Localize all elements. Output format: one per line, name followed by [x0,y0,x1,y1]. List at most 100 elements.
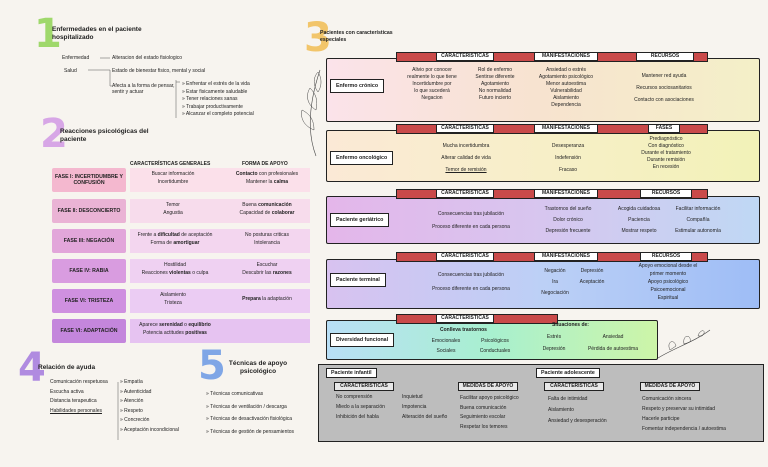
section-title-2: Reacciones psicológicas del paciente [60,128,149,143]
row4-h-manifestaciones: MANIFESTACIONES [534,252,598,261]
list-item: » Concreción [120,417,150,424]
phase-5-label: FASE VI: TRISTEZA [52,289,126,313]
adol-label: Paciente adolescente [536,368,600,378]
phase-2-bg [130,199,310,223]
section-title-3: Pacientes con características especiales [320,30,393,43]
infant-h-medidas: MEDIDAS DE APOYO [458,382,518,391]
list-item: » Técnicas de desactivación fisiológica [206,416,293,422]
phase-6-label: FASE VI: ADAPTACIÓN [52,319,126,343]
leaf-illustration-icon [301,69,322,157]
row4-h-caracteristicas: CARACTERÍSTICAS [436,252,494,261]
list-item: Comunicación respetuosa [50,379,108,385]
enfermedad-definition: Alteracion del estado fisiologico [112,55,183,61]
afecta-text: Afecta a la forma de pensar, sentir y ac… [112,83,175,95]
section1-bullet-list: » Enfrentar el estrés de la vida » Estar… [182,81,254,119]
section-number-4: 4 [18,345,46,391]
phase-1-bg [130,168,310,192]
row5-situaciones: Situaciones de: [552,322,589,328]
list-item: Distancia terapeutica [50,398,97,405]
salud-definition: Estado de bienestar fisico, mental y soc… [112,68,206,74]
list-item: Habilidades personales [50,407,102,414]
col-header-caracteristicas: CARACTERÍSTICAS GENERALES [130,161,211,167]
section-title-1: Enfermedades en el paciente hospitalizad… [52,26,142,41]
phase-6-bg [130,319,310,343]
list-item: » Respeto [120,407,143,414]
row5-h-caracteristicas: CARACTERÍSTICAS [436,314,494,323]
row1-h-caracteristicas: CARACTERÍSTICAS [436,52,494,61]
list-item: » Técnicas de ventilación / descarga [206,403,287,410]
phase-4-label: FASE IV: RABIA [52,259,126,283]
flower-illustration-icon [657,329,711,359]
bullet-item: » Alcanzar el completo potencial [182,111,254,117]
bullet-item: » Tener relaciones sanas [182,96,238,102]
list-item: » Autenticidad [120,388,152,395]
phase-5-support: Prepara la adaptación [242,296,292,302]
row-paciente-geriatrico [326,196,760,244]
section1-connectors [88,57,180,118]
infant-h-caracteristicas: CARACTERÍSTICAS [334,382,394,391]
row2-h-fases: FASES [648,124,680,133]
row3-h-manifestaciones: MANIFESTACIONES [534,189,598,198]
row-paciente-terminal [326,259,760,309]
salud-label: Salud [64,68,77,74]
section-title-4: Relación de ayuda [38,364,96,371]
phase-3-bg [130,229,310,253]
section-number-1: 1 [34,11,62,57]
adol-h-medidas: MEDIDAS DE APOYO [640,382,700,391]
phase-1-label: FASE I: INCERTIDUMBRE Y CONFUSIÓN [52,168,126,192]
bullet-item: » Trabajar productivamente [182,103,243,110]
adol-h-caracteristicas: CARACTERÍSTICAS [544,382,604,391]
relation-connector [117,382,119,440]
row4-h-recursos: RECURSOS [640,252,692,261]
row1-label: Enfermo crónico [330,79,385,93]
list-item: » Técnicas comunicativas [206,391,264,397]
phase-5-bg [130,289,310,313]
phase-3-label: FASE III: NEGACIÓN [52,229,126,253]
section-number-5: 5 [198,343,226,389]
row2-h-manifestaciones: MANIFESTACIONES [534,124,598,133]
infant-label: Paciente infantil [326,368,377,378]
section-title-5: Técnicas de apoyo psicológico [228,360,288,375]
row5-conlleva: Conlleva trastornos [440,327,487,333]
row2-h-caracteristicas: CARACTERÍSTICAS [436,124,494,133]
row1-h-manifestaciones: MANIFESTACIONES [534,52,598,61]
bullet-item: » Enfrentar el estrés de la vida [182,81,250,87]
list-item: Escucha activa [50,388,84,395]
section-number-2: 2 [40,111,68,157]
row1-h-recursos: RECURSOS [636,52,694,61]
row5-label: Diversidad funcional [330,333,395,347]
relation-left-list: Comunicación respetuosa Escucha activa D… [50,378,108,416]
bullet-item: » Estar fisicamente saludable [182,88,248,95]
phase-4-bg [130,259,310,283]
